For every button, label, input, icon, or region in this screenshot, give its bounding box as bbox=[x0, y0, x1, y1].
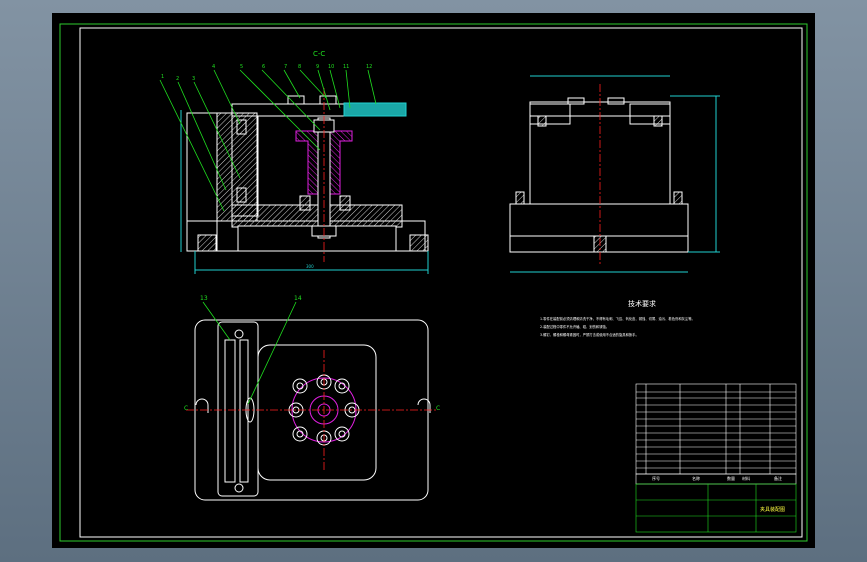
svg-text:序号: 序号 bbox=[652, 475, 660, 481]
callout-leaders bbox=[159, 69, 377, 212]
svg-text:备注: 备注 bbox=[774, 475, 782, 481]
svg-text:5: 5 bbox=[240, 64, 243, 70]
drawing-sheet bbox=[52, 13, 815, 548]
svg-text:2.装配过程中零件不允许磕、碰、划伤和锈蚀。: 2.装配过程中零件不允许磕、碰、划伤和锈蚀。 bbox=[540, 324, 609, 329]
svg-text:12: 12 bbox=[366, 64, 372, 70]
svg-text:3: 3 bbox=[192, 76, 195, 82]
section-marks: C C bbox=[184, 405, 440, 412]
section-label: C-C bbox=[313, 50, 325, 58]
title-block bbox=[635, 473, 797, 533]
svg-text:C: C bbox=[184, 405, 188, 412]
callout-13: 13 bbox=[200, 295, 208, 302]
svg-text:名称: 名称 bbox=[692, 475, 700, 481]
svg-text:10: 10 bbox=[328, 64, 334, 70]
svg-text:3.螺钉、螺栓和螺母紧固时，严禁打击或使用不合适的旋具和扳手: 3.螺钉、螺栓和螺母紧固时，严禁打击或使用不合适的旋具和扳手。 bbox=[540, 332, 639, 337]
svg-text:材料: 材料 bbox=[742, 475, 750, 481]
svg-text:C: C bbox=[436, 405, 440, 412]
callout-numbers-top: 1 2 3 4 5 6 7 8 9 10 11 12 bbox=[161, 64, 372, 82]
svg-text:1: 1 bbox=[161, 74, 164, 80]
svg-text:4: 4 bbox=[212, 64, 215, 70]
callout-14: 14 bbox=[294, 295, 302, 302]
svg-text:6: 6 bbox=[262, 64, 265, 70]
front-section-view: C-C 300 bbox=[180, 50, 429, 274]
bom-table bbox=[635, 383, 797, 475]
svg-text:8: 8 bbox=[298, 64, 301, 70]
clamp-plate bbox=[343, 102, 407, 117]
svg-text:1.零件在装配前必须清理和清洗干净，不得有毛刺、飞边、氧化皮: 1.零件在装配前必须清理和清洗干净，不得有毛刺、飞边、氧化皮、锈蚀、切屑、油污、… bbox=[540, 316, 695, 321]
svg-text:9: 9 bbox=[316, 64, 319, 70]
overall-dimension: 300 bbox=[306, 264, 314, 269]
inner-border bbox=[79, 27, 803, 538]
plan-callouts bbox=[202, 301, 297, 405]
svg-text:2: 2 bbox=[176, 76, 179, 82]
svg-text:数量: 数量 bbox=[727, 475, 735, 481]
sheet-name: 夹具装配图 bbox=[760, 506, 785, 513]
bom-header: 序号 名称 数量 材料 备注 bbox=[652, 475, 782, 481]
tech-title: 技术要求 bbox=[628, 299, 656, 308]
svg-text:11: 11 bbox=[343, 64, 349, 70]
side-view bbox=[509, 75, 720, 273]
outer-border bbox=[59, 23, 808, 542]
svg-text:7: 7 bbox=[284, 64, 287, 70]
tech-notes: 1.零件在装配前必须清理和清洗干净，不得有毛刺、飞边、氧化皮、锈蚀、切屑、油污、… bbox=[540, 316, 695, 337]
